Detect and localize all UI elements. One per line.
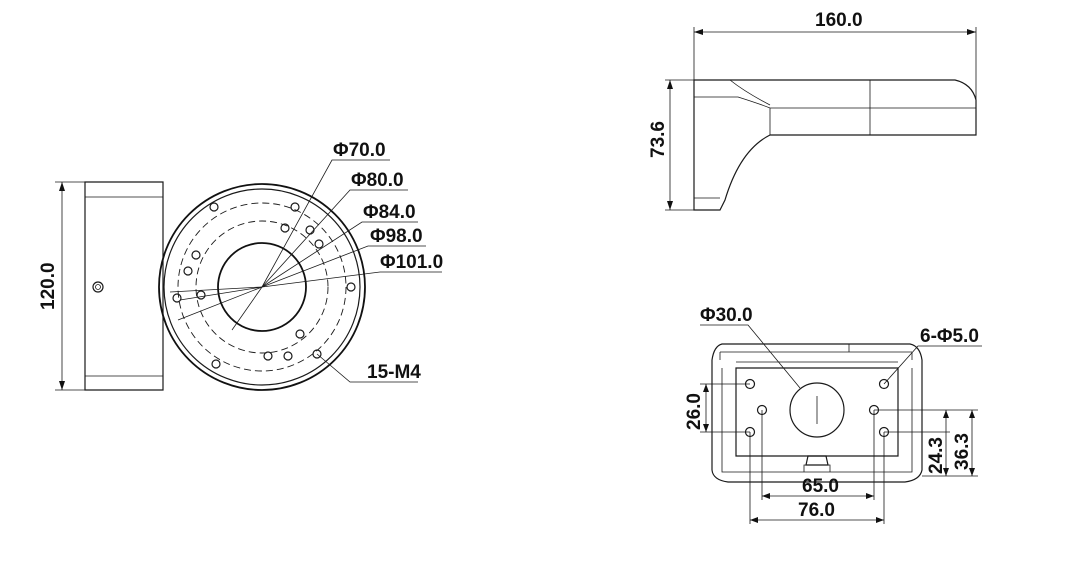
arm-body-outline [84, 181, 164, 391]
base-outer-outline [711, 343, 923, 483]
front-view: 120.0 [38, 140, 443, 391]
m4-hole [280, 223, 290, 233]
diameter-84-label: Φ84.0 [363, 202, 416, 223]
flange-bore-circle [217, 242, 307, 332]
m4-hole [305, 225, 315, 235]
m4-hole [196, 290, 206, 300]
diameter-80-label: Φ80.0 [351, 170, 404, 191]
bracket-side-outline [693, 79, 977, 211]
leader-30 [700, 324, 801, 389]
height-73-6-label: 73.6 [648, 121, 669, 158]
height-120-label: 120.0 [38, 262, 59, 310]
flange-98-circle [163, 188, 361, 386]
flange-84-circle [177, 202, 347, 372]
m4-hole [183, 266, 193, 276]
m4-hole [314, 239, 324, 249]
m4-holes [172, 202, 356, 369]
center-hole-30-label: Φ30.0 [700, 305, 753, 326]
base-cable-notch [805, 455, 829, 466]
dim-line-120 [55, 181, 85, 391]
dim-26-label: 26.0 [684, 393, 705, 430]
holes-15-m4-label: 15-M4 [367, 362, 421, 383]
flange-80-circle [195, 220, 329, 354]
dim-line-160 [693, 27, 977, 100]
dim-line-76 [749, 432, 885, 524]
diameter-leaders [169, 159, 442, 383]
m4-hole [346, 282, 356, 292]
m4-hole [290, 202, 300, 212]
m4-hole [172, 293, 182, 303]
holes-6-5-label: 6-Φ5.0 [920, 326, 979, 347]
base-inner-plate [735, 367, 899, 457]
flange-outer-circle [158, 183, 366, 391]
side-view: 160.0 73.6 [648, 10, 977, 211]
m4-hole [191, 250, 201, 260]
width-160-label: 160.0 [815, 10, 863, 31]
dim-lines-24-36 [874, 409, 978, 477]
diameter-101-label: Φ101.0 [380, 252, 443, 273]
m4-hole [295, 329, 305, 339]
m4-hole [283, 351, 293, 361]
leader-6-holes [883, 345, 982, 385]
m4-hole [263, 351, 273, 361]
diameter-70-label: Φ70.0 [333, 140, 386, 161]
diameter-98-label: Φ98.0 [370, 226, 423, 247]
base-view: Φ30.0 6-Φ5.0 26.0 24.3 36.3 65.0 76.0 [684, 305, 982, 524]
m4-hole [209, 202, 219, 212]
dim-36-3-label: 36.3 [952, 433, 973, 470]
arm-body-inner-lines [84, 182, 163, 390]
dim-line-65 [761, 410, 875, 500]
center-hole-30 [789, 382, 845, 438]
m4-hole [312, 349, 322, 359]
arm-screw-hole [92, 281, 104, 293]
mount-hole [878, 378, 890, 390]
dim-76-label: 76.0 [798, 500, 835, 521]
dim-24-3-label: 24.3 [926, 437, 947, 474]
dim-line-73-6 [665, 79, 694, 211]
dim-65-label: 65.0 [802, 476, 839, 497]
bracket-side-inner [693, 80, 976, 199]
m4-hole [211, 359, 221, 369]
